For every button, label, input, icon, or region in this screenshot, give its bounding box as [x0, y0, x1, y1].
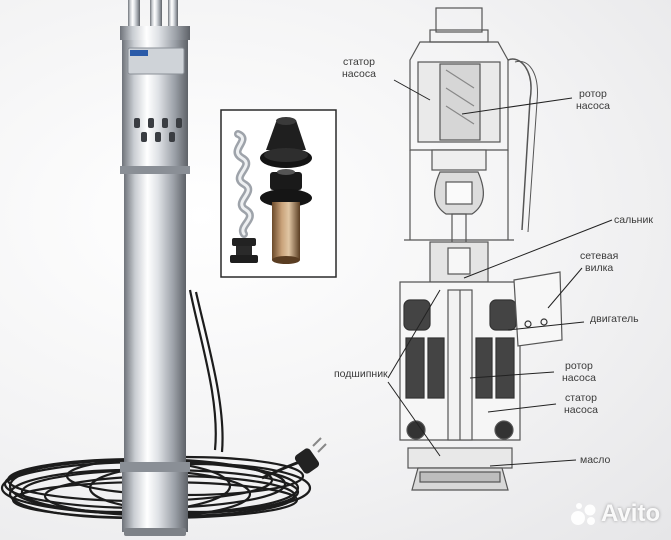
label-plug-line2: вилка	[585, 262, 614, 274]
label-stator-bottom: статор насоса	[564, 392, 598, 416]
label-rotor-bottom-line1: ротор	[565, 360, 593, 372]
screw-rotor	[230, 130, 258, 263]
label-rotor-top-line2: насоса	[576, 100, 610, 112]
label-stator-bottom-line2: насоса	[564, 404, 598, 416]
label-rotor-bottom-line2: насоса	[562, 372, 596, 384]
label-plug-line1: сетевая	[580, 250, 619, 262]
leader-lines	[387, 79, 613, 467]
power-plug-icon	[261, 437, 327, 480]
label-rotor-bottom: ротор насоса	[562, 360, 596, 384]
label-bearing: подшипник	[334, 368, 388, 380]
pump-photo	[120, 0, 190, 536]
avito-dots-icon	[571, 503, 596, 525]
label-stator-top-line2: насоса	[342, 68, 376, 80]
avito-watermark: Avito	[570, 500, 660, 528]
label-stator-top: статор насоса	[342, 56, 376, 80]
rubber-stator	[260, 117, 312, 264]
label-stator-top-line1: статор	[343, 56, 375, 68]
parts-inset	[220, 109, 337, 278]
cross-section-diagram	[399, 7, 563, 491]
label-seal: сальник	[614, 214, 653, 226]
label-motor: двигатель	[590, 313, 639, 325]
label-oil: масло	[580, 454, 611, 466]
watermark-text: Avito	[601, 500, 661, 527]
label-plug: сетевая вилка	[580, 250, 618, 274]
label-stator-bottom-line1: статор	[565, 392, 597, 404]
label-rotor-top: ротор насоса	[576, 88, 610, 112]
label-rotor-top-line1: ротор	[579, 88, 607, 100]
intake-slots	[134, 118, 182, 142]
